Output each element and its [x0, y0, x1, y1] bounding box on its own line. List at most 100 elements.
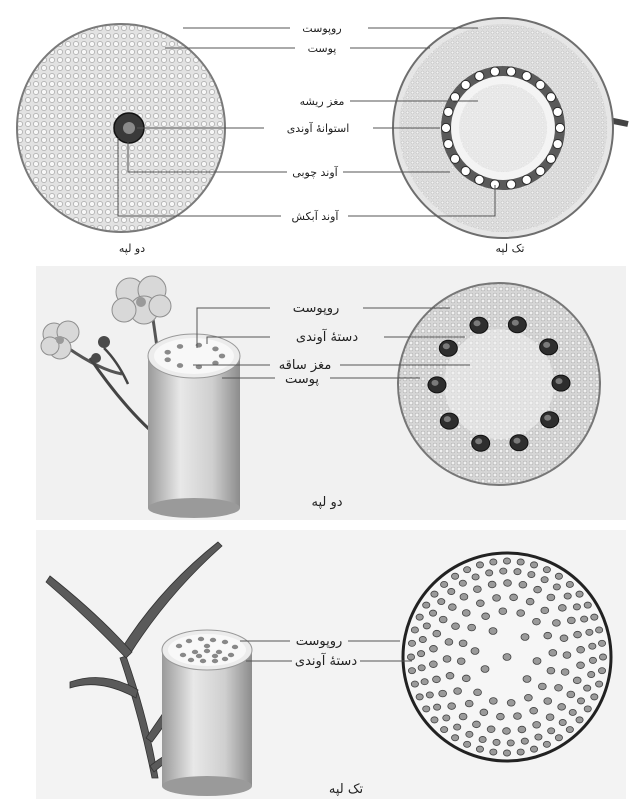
vascular-bundle — [434, 704, 441, 710]
vascular-bundle — [418, 665, 425, 671]
cylinder-bundle-dot — [177, 363, 183, 368]
vascular-bundle — [563, 652, 571, 659]
vascular-bundle-xylem — [512, 320, 519, 326]
vascular-bundle — [533, 658, 541, 665]
label-pith: مغز ریشه — [300, 95, 345, 108]
vascular-bundle — [524, 694, 532, 701]
vascular-bundle — [473, 586, 481, 593]
label-epidermis: روپوست — [302, 22, 341, 35]
label-vascular-bundle: دستهٔ آوندی — [296, 328, 358, 345]
dicot-stem-section — [398, 283, 600, 485]
vascular-bundle — [454, 688, 462, 695]
monocot-stem-panel: روپوست دستهٔ آوندی تک لپه — [0, 528, 644, 799]
vascular-bundle — [517, 749, 524, 755]
vascular-bundle — [451, 573, 458, 579]
caption-monocot-root: تک لپه — [496, 242, 525, 255]
vascular-bundle — [558, 704, 566, 711]
vascular-bundle — [547, 594, 555, 601]
vascular-bundle — [454, 724, 461, 730]
vascular-bundle — [521, 738, 528, 744]
vascular-bundle-xylem — [543, 342, 550, 348]
vascular-bundle-xylem — [443, 343, 450, 349]
cylinder-bundle-dot — [186, 639, 192, 643]
vascular-bundle — [493, 739, 500, 745]
vascular-bundle — [439, 616, 447, 623]
vascular-bundle — [526, 598, 534, 605]
label-cortex: پوست — [285, 372, 319, 387]
vascular-bundle — [430, 645, 438, 652]
cylinder-bundle-dot — [222, 657, 228, 661]
xylem-vessel — [444, 139, 453, 148]
cylinder-bundle-dot — [188, 658, 194, 662]
vascular-bundle — [416, 694, 423, 700]
vascular-bundle — [423, 706, 430, 712]
vascular-bundle — [445, 639, 453, 646]
vascular-bundle — [598, 640, 605, 646]
vascular-bundle — [544, 632, 552, 639]
vascular-bundle — [533, 618, 541, 625]
cylinder-bundle-dot — [204, 644, 210, 648]
vascular-bundle — [543, 741, 550, 747]
vascular-bundle — [566, 581, 573, 587]
vascular-bundle — [486, 570, 493, 576]
xylem-vessel — [475, 72, 484, 81]
vascular-bundle — [500, 568, 507, 574]
vascular-bundle — [464, 741, 471, 747]
vascular-bundle — [584, 602, 591, 608]
cylinder-bundle-dot — [164, 350, 170, 355]
xylem-vessel — [546, 93, 555, 102]
xylem-vessel — [522, 175, 531, 184]
vascular-bundle — [546, 714, 554, 721]
vascular-bundle — [451, 735, 458, 741]
vascular-bundle — [417, 651, 424, 657]
vascular-bundle — [589, 657, 596, 663]
vascular-bundle — [559, 719, 566, 725]
caption-dicot-stem: دو لپه — [311, 495, 342, 510]
vascular-bundle — [465, 700, 473, 707]
cylinder-bundle-dot — [204, 649, 210, 653]
vascular-bundle — [429, 610, 436, 616]
vascular-bundle — [503, 728, 511, 735]
vascular-bundle — [576, 591, 583, 597]
vascular-bundle — [472, 574, 479, 580]
cylinder-bundle-dot — [212, 654, 218, 658]
root-diagram: روپوست پوست مغز ریشه استوانهٔ آوندی آوند… — [0, 0, 644, 258]
vascular-bundle — [586, 629, 593, 635]
vascular-bundle — [566, 726, 573, 732]
vascular-bundle — [460, 594, 468, 601]
dicot-stem-panel: روپوست دستهٔ آوندی مغز ساقه پوست دو لپه — [0, 262, 644, 524]
vascular-bundle — [416, 614, 423, 620]
xylem-vessel — [555, 123, 564, 132]
vascular-bundle — [407, 654, 414, 660]
label-vascular-cylinder: استوانهٔ آوندی — [287, 121, 350, 135]
vascular-bundle — [471, 648, 479, 655]
vascular-bundle — [596, 627, 603, 633]
vascular-bundle — [459, 713, 467, 720]
vascular-bundle — [535, 734, 542, 740]
vascular-bundle — [411, 681, 418, 687]
vascular-bundle — [423, 602, 430, 608]
xylem-vessel — [475, 175, 484, 184]
vascular-bundle — [431, 591, 438, 597]
vascular-bundle — [423, 623, 430, 629]
vascular-bundle — [528, 571, 535, 577]
xylem-vessel — [507, 180, 516, 189]
monocot-stem-diagram: روپوست دستهٔ آوندی تک لپه — [0, 528, 644, 799]
xylem-vessel — [490, 67, 499, 76]
vascular-bundle — [553, 584, 560, 590]
vascular-bundle — [533, 721, 541, 728]
vascular-bundle — [561, 669, 569, 676]
vascular-bundle — [549, 650, 557, 657]
label-stem-pith: مغز ساقه — [279, 358, 332, 373]
vascular-bundle — [476, 600, 484, 607]
vascular-bundle — [433, 630, 441, 637]
vascular-bundle — [490, 749, 497, 755]
vascular-bundle — [448, 604, 456, 611]
vascular-bundle — [510, 594, 518, 601]
vascular-bundle — [577, 646, 585, 653]
vascular-bundle — [462, 610, 470, 617]
vascular-bundle — [574, 631, 582, 638]
dicot-stem-diagram: روپوست دستهٔ آوندی مغز ساقه پوست دو لپه — [0, 262, 644, 524]
vascular-bundle — [419, 636, 426, 642]
dicot-stem-cylinder — [148, 334, 240, 518]
